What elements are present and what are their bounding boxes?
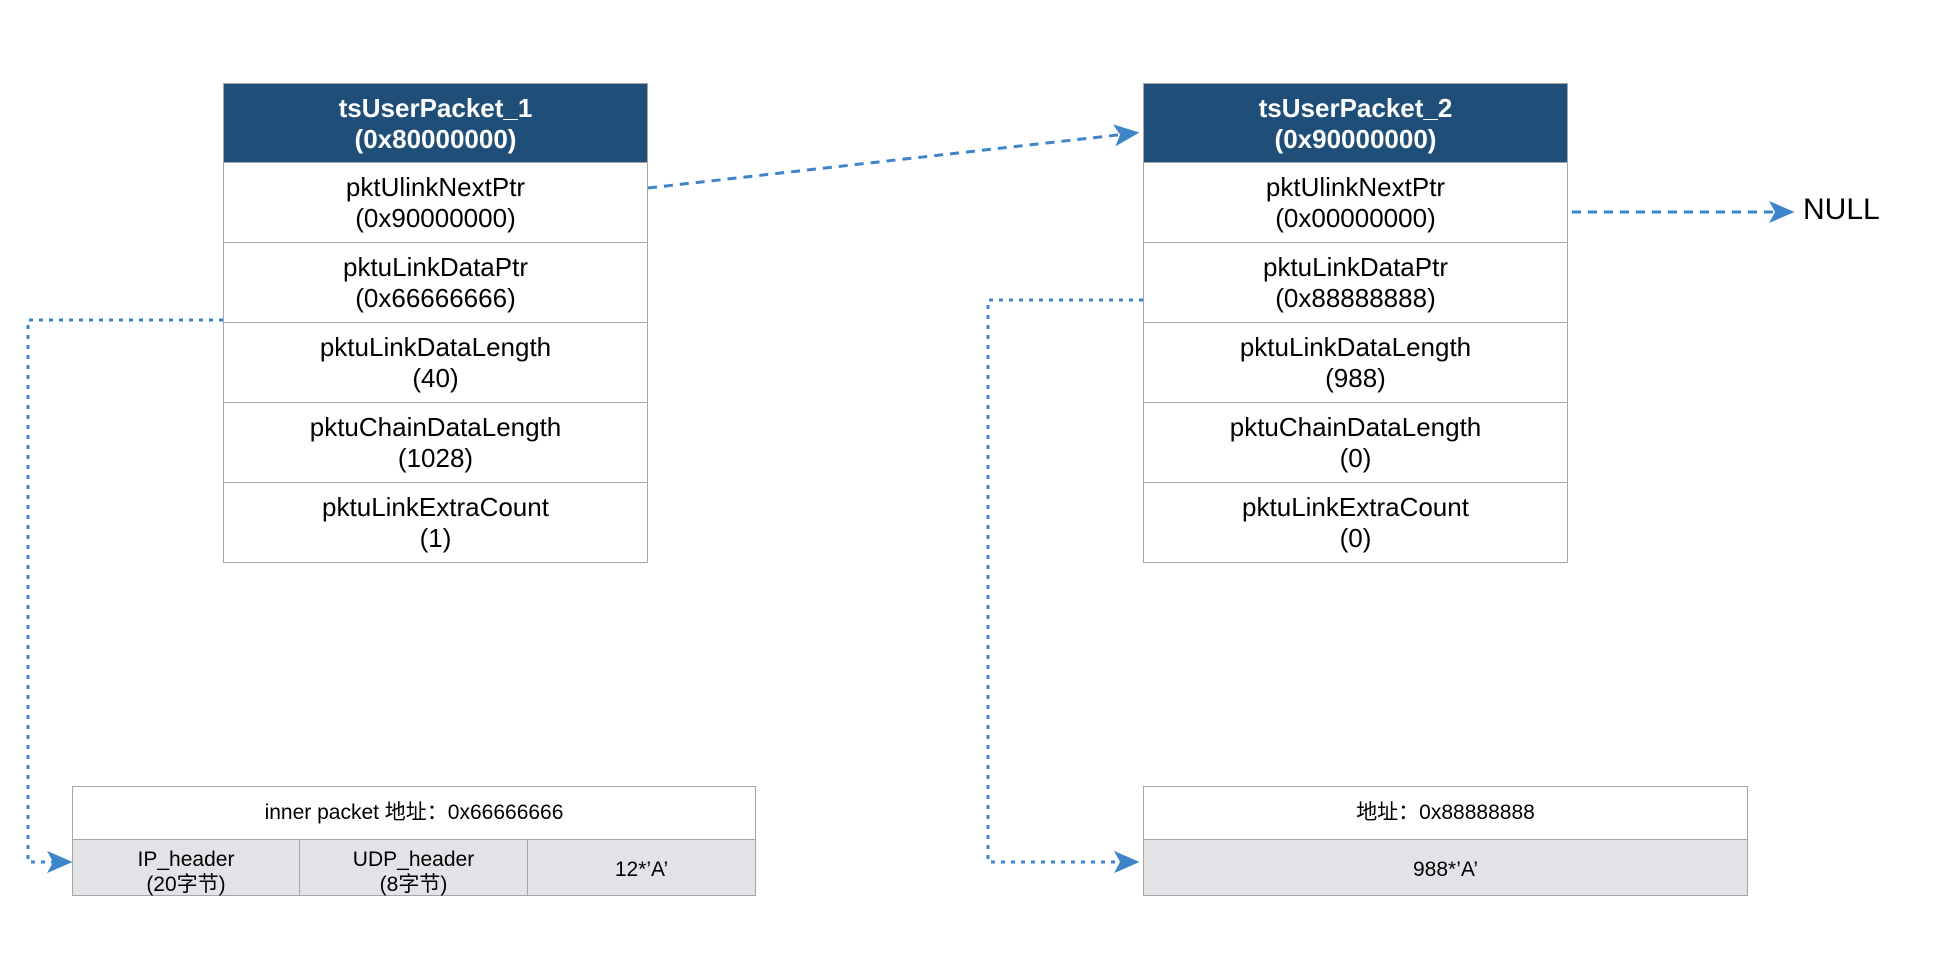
memory-cell: IP_header (20字节) — [73, 840, 299, 897]
field-value: (1028) — [397, 442, 474, 473]
memory-cell-line1: IP_header — [137, 848, 235, 871]
packet-field-row: pktuLinkDataPtr (0x88888888) — [1144, 242, 1567, 322]
packet-address-1: (0x80000000) — [354, 123, 517, 154]
link-packet1-to-packet2 — [647, 124, 1140, 190]
memory-cell-line2: (8字节) — [379, 873, 448, 897]
packet-field-row: pktuChainDataLength (1028) — [224, 402, 647, 482]
link-packet2-to-memory2 — [986, 298, 1143, 874]
field-value: (40) — [412, 362, 459, 393]
packet-field-row: pktuLinkExtraCount (0) — [1144, 482, 1567, 562]
field-value: (0x88888888) — [1275, 282, 1436, 313]
packet-field-row: pktuChainDataLength (0) — [1144, 402, 1567, 482]
memory-cell: 12*’A’ — [527, 840, 755, 895]
packet-field-row: pktuLinkDataPtr (0x66666666) — [224, 242, 647, 322]
field-value: (0x90000000) — [355, 202, 516, 233]
field-label: pktuChainDataLength — [309, 412, 562, 442]
packet-field-row: pktuLinkExtraCount (1) — [224, 482, 647, 562]
memory-cells-2: 988*’A’ — [1144, 839, 1747, 895]
field-value: (0x00000000) — [1275, 202, 1436, 233]
memory-cells-1: IP_header (20字节) UDP_header (8字节) 12*’A’ — [73, 839, 755, 897]
packet-struct-table-2: tsUserPacket_2 (0x90000000) pktUlinkNext… — [1143, 83, 1568, 563]
field-value: (0) — [1339, 442, 1372, 473]
packet-header-1: tsUserPacket_1 (0x80000000) — [224, 84, 647, 162]
packet-header-2: tsUserPacket_2 (0x90000000) — [1144, 84, 1567, 162]
packet-struct-table-1: tsUserPacket_1 (0x80000000) pktUlinkNext… — [223, 83, 648, 563]
memory-cell-line1: UDP_header — [352, 848, 475, 871]
field-value: (0x66666666) — [355, 282, 516, 313]
memory-cell-line2: (20字节) — [146, 873, 226, 897]
memory-box-2: 地址：0x88888888 988*’A’ — [1143, 786, 1748, 896]
field-label: pktuLinkDataPtr — [1263, 252, 1448, 282]
packet-name-2: tsUserPacket_2 — [1258, 93, 1453, 123]
field-label: pktuLinkDataLength — [1239, 332, 1472, 362]
field-label: pktuLinkDataPtr — [343, 252, 528, 282]
packet-address-2: (0x90000000) — [1274, 123, 1437, 154]
field-value: (1) — [419, 522, 452, 553]
memory-address-1: inner packet 地址：0x66666666 — [73, 787, 755, 839]
memory-cell-line1: 12*’A’ — [614, 858, 669, 881]
memory-address-2: 地址：0x88888888 — [1144, 787, 1747, 839]
field-label: pktuLinkExtraCount — [1242, 492, 1469, 522]
memory-cell: 988*’A’ — [1144, 840, 1747, 895]
packet-name-1: tsUserPacket_1 — [338, 93, 533, 123]
field-value: (988) — [1325, 362, 1386, 393]
link-packet1-to-memory1 — [26, 318, 223, 874]
field-label: pktuLinkDataLength — [319, 332, 552, 362]
packet-field-row: pktuLinkDataLength (988) — [1144, 322, 1567, 402]
packet-field-row: pktuLinkDataLength (40) — [224, 322, 647, 402]
null-terminator-label: NULL — [1803, 193, 1880, 226]
memory-cell-line1: 988*’A’ — [1413, 858, 1478, 881]
field-label: pktUlinkNextPtr — [345, 172, 526, 202]
packet-field-row: pktUlinkNextPtr (0x90000000) — [224, 162, 647, 242]
field-value: (0) — [1339, 522, 1372, 553]
memory-box-1: inner packet 地址：0x66666666 IP_header (20… — [72, 786, 756, 896]
packet-field-row: pktUlinkNextPtr (0x00000000) — [1144, 162, 1567, 242]
field-label: pktuChainDataLength — [1229, 412, 1482, 442]
field-label: pktUlinkNextPtr — [1265, 172, 1446, 202]
memory-cell: UDP_header (8字节) — [299, 840, 527, 897]
field-label: pktuLinkExtraCount — [322, 492, 549, 522]
